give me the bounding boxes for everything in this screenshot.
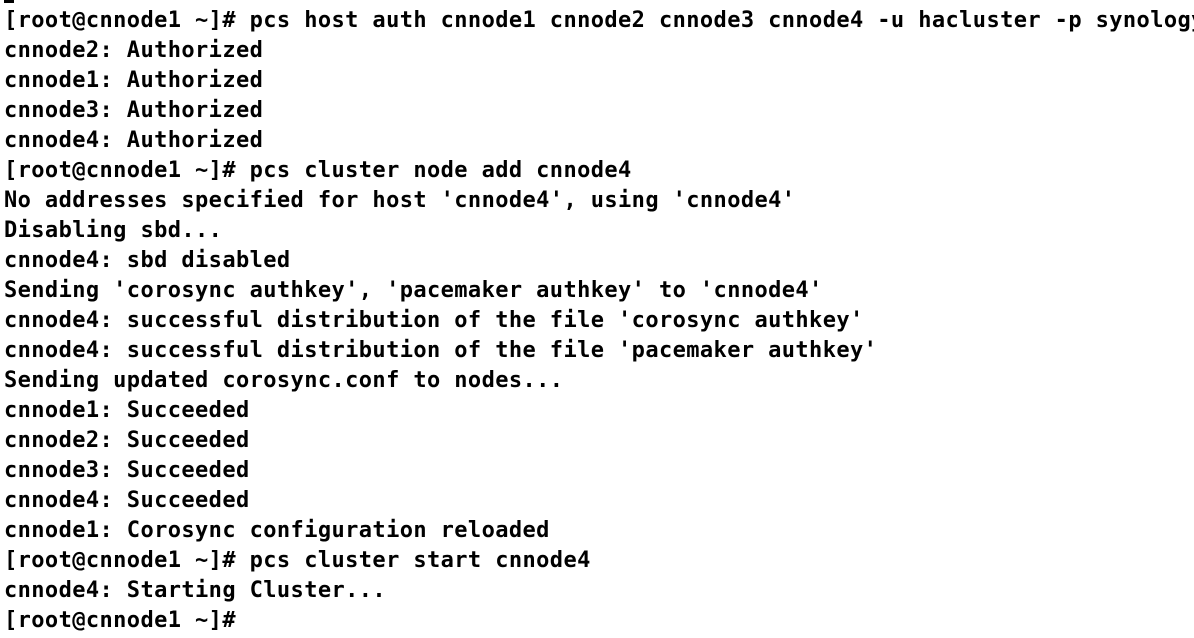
output-line: cnnode4: successful distribution of the …: [4, 338, 878, 363]
output-line: Sending updated corosync.conf to nodes..…: [4, 368, 564, 393]
output-line: cnnode3: Authorized: [4, 98, 264, 123]
shell-prompt: [root@cnnode1 ~]#: [4, 608, 236, 633]
output-line: cnnode3: Succeeded: [4, 458, 250, 483]
command-line: [root@cnnode1 ~]# pcs cluster node add c…: [4, 158, 632, 183]
output-line: No addresses specified for host 'cnnode4…: [4, 188, 796, 213]
command-line: [root@cnnode1 ~]# pcs cluster start cnno…: [4, 548, 591, 573]
output-line: cnnode1: Corosync configuration reloaded: [4, 518, 550, 543]
clipped-text-fragment: [4, 0, 14, 3]
output-line: cnnode4: Authorized: [4, 128, 264, 153]
output-line: cnnode4: Starting Cluster...: [4, 578, 387, 603]
output-line: cnnode4: sbd disabled: [4, 248, 291, 273]
command-line: [root@cnnode1 ~]# pcs host auth cnnode1 …: [4, 8, 1194, 33]
output-line: cnnode4: Succeeded: [4, 488, 250, 513]
output-line: cnnode1: Succeeded: [4, 398, 250, 423]
terminal-output: [root@cnnode1 ~]# pcs host auth cnnode1 …: [4, 6, 1194, 636]
output-line: cnnode4: successful distribution of the …: [4, 308, 864, 333]
output-line: cnnode1: Authorized: [4, 68, 264, 93]
current-prompt-line[interactable]: [root@cnnode1 ~]#: [4, 606, 1194, 636]
output-line: Disabling sbd...: [4, 218, 223, 243]
output-line: cnnode2: Authorized: [4, 38, 264, 63]
output-line: cnnode2: Succeeded: [4, 428, 250, 453]
output-line: Sending 'corosync authkey', 'pacemaker a…: [4, 278, 823, 303]
clipped-previous-line: [4, 0, 14, 5]
